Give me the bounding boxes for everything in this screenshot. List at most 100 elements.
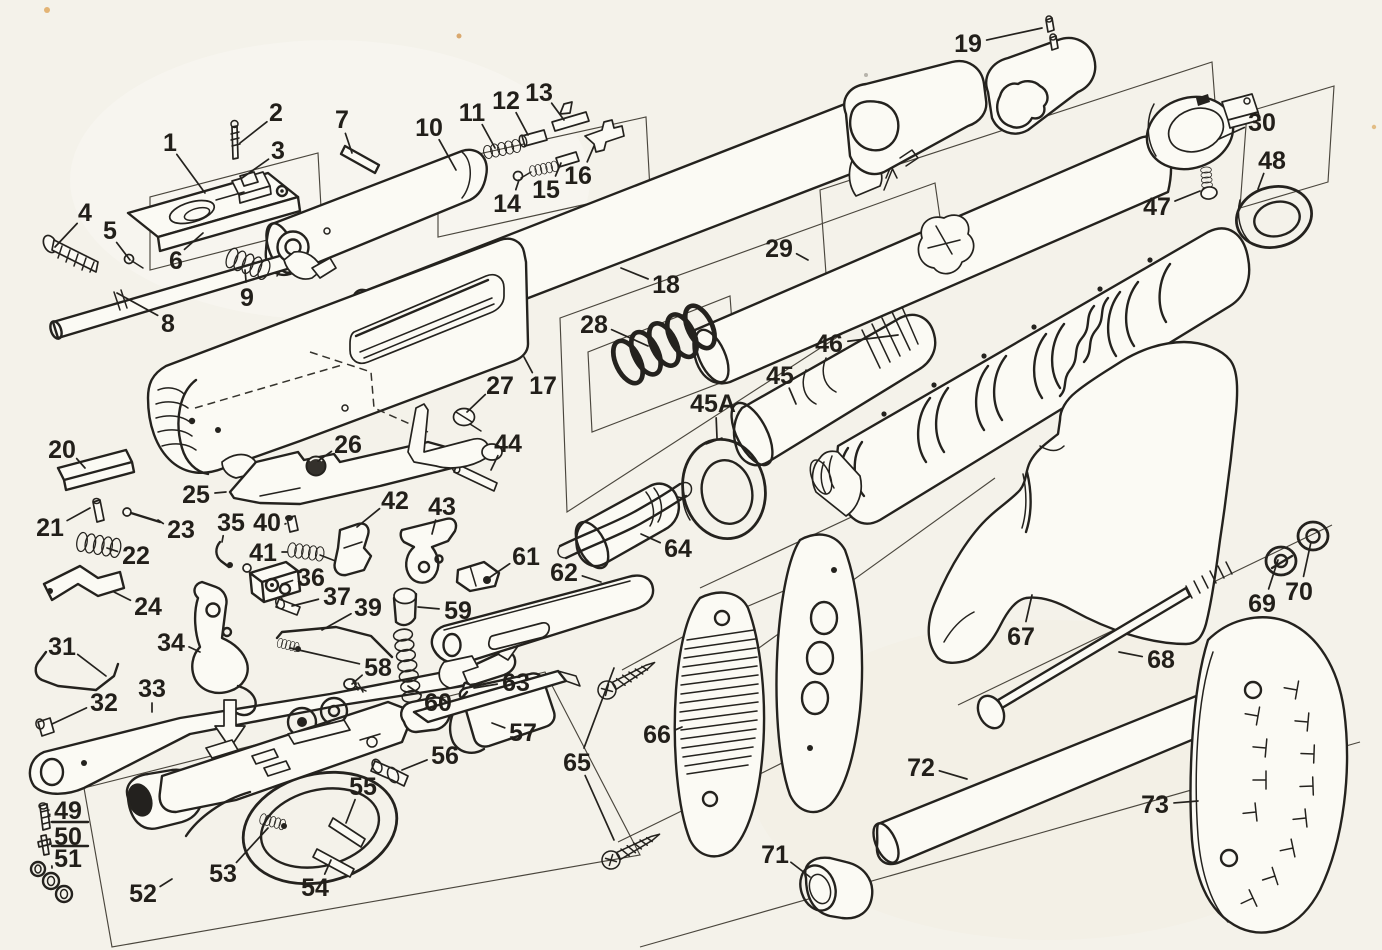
part-label-47: 47 — [1143, 190, 1201, 221]
part-number-19: 19 — [954, 30, 982, 58]
part-number-56: 56 — [431, 742, 459, 770]
part-number-20: 20 — [48, 436, 76, 464]
part-number-60: 60 — [424, 689, 452, 717]
leader-line-65 — [584, 774, 615, 841]
part-label-65: 65 — [563, 667, 615, 841]
part-number-70: 70 — [1285, 578, 1313, 606]
part-label-41: 41 — [249, 539, 288, 567]
part-number-57: 57 — [509, 719, 537, 747]
leader-line-56 — [401, 759, 428, 771]
part-number-15: 15 — [532, 176, 560, 204]
washer-70 — [1296, 520, 1330, 552]
part-number-45A: 45A — [690, 390, 736, 418]
part-number-14: 14 — [493, 190, 521, 218]
part-number-47: 47 — [1143, 193, 1171, 221]
pin-55 — [328, 817, 366, 848]
part-number-26: 26 — [334, 431, 362, 459]
part-number-7: 7 — [335, 106, 349, 134]
part-label-71: 71 — [761, 841, 811, 878]
part-label-51: 51 — [51, 845, 82, 873]
part-label-56: 56 — [401, 742, 459, 771]
small-parts-49-50-51 — [29, 802, 90, 904]
leader-line-54 — [323, 859, 332, 875]
action-bar-62 — [430, 574, 655, 689]
part-number-33: 33 — [138, 675, 166, 703]
safety-block-36 — [242, 560, 302, 604]
leader-line-47 — [1174, 190, 1201, 202]
part-number-17: 17 — [529, 372, 557, 400]
connector-arm — [407, 403, 503, 469]
leader-line-63 — [473, 683, 499, 689]
part-number-41: 41 — [249, 539, 277, 567]
leader-line-39 — [321, 612, 352, 631]
part-label-34: 34 — [157, 629, 201, 657]
part-label-66: 66 — [643, 721, 683, 749]
part-number-3: 3 — [271, 137, 285, 165]
part-label-55: 55 — [345, 773, 377, 824]
leader-line-11 — [481, 123, 496, 149]
buttplate-66 — [673, 591, 766, 858]
stepped-pin-56 — [370, 758, 409, 787]
part-label-48: 48 — [1257, 147, 1286, 190]
part-number-61: 61 — [512, 543, 540, 571]
part-label-59: 59 — [417, 597, 472, 625]
part-label-68: 68 — [1118, 646, 1175, 674]
leader-line-72 — [938, 769, 968, 780]
collar-ring-45A — [681, 437, 767, 541]
part-number-16: 16 — [564, 162, 592, 190]
part-number-12: 12 — [492, 87, 520, 115]
leader-line-37 — [291, 598, 320, 607]
part-label-17: 17 — [523, 356, 557, 400]
part-label-13: 13 — [525, 79, 565, 121]
part-label-62: 62 — [550, 559, 602, 587]
cross-pin-7 — [339, 144, 381, 175]
part-label-46: 46 — [815, 330, 899, 358]
part-number-59: 59 — [444, 597, 472, 625]
bolt-carrier — [985, 15, 1097, 135]
part-label-52: 52 — [129, 878, 173, 908]
buttplate-screw-65b — [598, 825, 665, 873]
part-number-1: 1 — [163, 129, 177, 157]
part-label-58: 58 — [289, 647, 392, 685]
firing-pin-16 — [584, 119, 625, 153]
part-label-44: 44 — [490, 430, 522, 471]
lock-washer-69 — [1264, 545, 1298, 577]
part-number-27: 27 — [486, 372, 514, 400]
screw-14 — [512, 170, 524, 182]
leader-line-55 — [345, 798, 356, 824]
part-label-32: 32 — [51, 689, 118, 725]
part-label-49: 49 — [47, 797, 82, 825]
part-number-43: 43 — [428, 493, 456, 521]
leader-line-31 — [76, 653, 107, 677]
part-number-68: 68 — [1147, 646, 1175, 674]
part-number-34: 34 — [157, 629, 185, 657]
part-label-69: 69 — [1248, 559, 1279, 618]
part-number-4: 4 — [78, 199, 92, 227]
part-number-66: 66 — [643, 721, 671, 749]
part-number-25: 25 — [182, 481, 210, 509]
part-label-57: 57 — [491, 719, 537, 747]
part-number-62: 62 — [550, 559, 578, 587]
leader-line-25 — [214, 491, 227, 494]
bracket-61 — [455, 560, 501, 593]
leader-line-35 — [221, 534, 225, 543]
leader-line-36 — [281, 579, 294, 585]
receiver — [146, 237, 530, 479]
part-label-60: 60 — [407, 685, 452, 717]
part-label-22: 22 — [106, 542, 150, 570]
leader-line-30 — [1218, 126, 1246, 140]
leader-line-14 — [514, 179, 520, 191]
part-label-67: 67 — [1007, 594, 1035, 651]
part-label-25: 25 — [182, 481, 227, 509]
part-label-6: 6 — [169, 232, 204, 275]
part-label-36: 36 — [281, 564, 325, 592]
trigger-housing-52 — [125, 669, 581, 886]
wire-spring-39 — [275, 625, 394, 659]
part-number-5: 5 — [103, 217, 117, 245]
part-label-14: 14 — [493, 179, 521, 218]
part-number-48: 48 — [1258, 147, 1286, 175]
leader-line-57 — [491, 722, 506, 729]
part-number-64: 64 — [664, 535, 692, 563]
part-label-53: 53 — [209, 827, 269, 888]
part-label-35: 35 — [217, 509, 245, 543]
